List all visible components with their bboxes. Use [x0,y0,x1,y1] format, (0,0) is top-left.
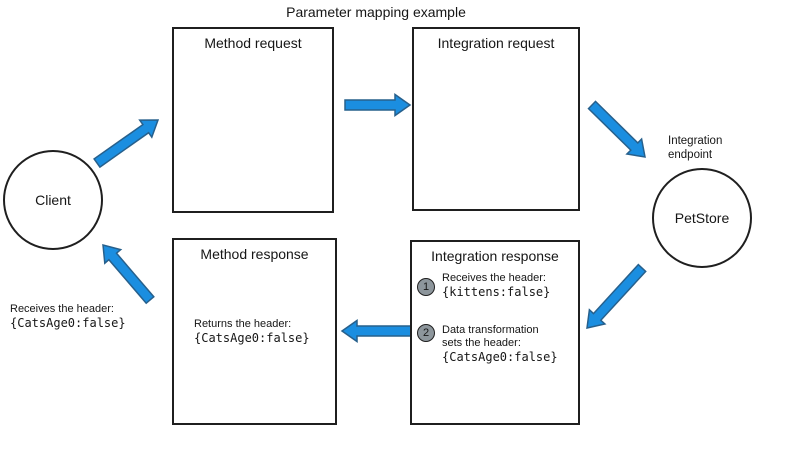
arrow-petstore-to-integration-response [586,263,647,329]
integration-request-title: Integration request [437,35,555,51]
step-1-header-value: {kittens:false} [442,285,551,299]
arrow-integration-response-to-method-response [340,319,413,343]
method-response-title: Method response [200,246,309,262]
method-response-box: Method response Returns the header: {Cat… [172,238,337,425]
client-node: Client [3,150,103,250]
client-note-line: Receives the header: [10,303,114,315]
integration-response-step-1: 1 Receives the header: {kittens:false} [417,272,550,300]
integration-response-box: Integration response 1 Receives the head… [410,240,580,425]
petstore-label: PetStore [674,210,730,226]
integration-response-step-2: 2 Data transformation sets the header: {… [417,324,558,365]
step-2-text: Data transformation sets the header: {Ca… [442,324,558,365]
step-2-header-value: {CatsAge0:false} [442,350,558,364]
method-request-title: Method request [204,35,302,51]
step-1-badge: 1 [417,278,435,296]
method-response-body-line: Returns the header: [194,318,292,330]
integration-endpoint-caption: Integration endpoint [668,134,722,162]
client-received-header-note: Receives the header: {CatsAge0:false} [10,303,126,331]
integration-endpoint-caption-line-1: Integration [668,135,723,147]
client-note-header-value: {CatsAge0:false} [10,316,126,330]
arrow-integration-request-to-petstore [587,100,646,158]
arrow-client-to-method-request [93,119,160,169]
step-1-line: Receives the header: [442,272,546,284]
arrow-method-request-to-integration-request [344,93,412,117]
method-request-box: Method request [172,27,334,213]
petstore-node: PetStore [652,168,752,268]
method-response-header-value: {CatsAge0:false} [194,331,310,345]
diagram-title: Parameter mapping example [286,4,466,20]
arrow-method-response-to-client [102,244,155,305]
integration-endpoint-caption-line-2: endpoint [668,149,713,161]
step-1-text: Receives the header: {kittens:false} [442,272,550,300]
integration-request-box: Integration request [412,27,580,211]
method-response-body: Returns the header: {CatsAge0:false} [194,318,310,346]
step-2-line-1: Data transformation [442,324,539,336]
client-label: Client [35,192,71,208]
integration-response-title: Integration response [431,248,559,264]
step-2-line-2: sets the header: [442,337,521,349]
step-2-badge: 2 [417,324,435,342]
